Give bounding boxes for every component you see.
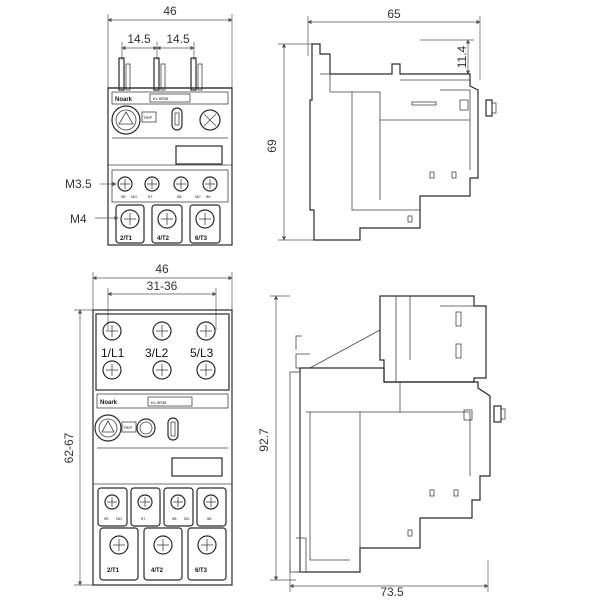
load-term-2t1-bottom: 2/T1	[107, 568, 120, 574]
bottom-side-view: 92.7 73.5	[257, 295, 506, 599]
aux-term-no-b: NO	[116, 516, 122, 521]
aux-term-nc: NC	[195, 194, 201, 199]
screw-size-small: M3.5	[65, 177, 92, 191]
aux-term-95: 95	[121, 194, 126, 199]
aux-term-96-b: 96	[207, 516, 212, 521]
aux-term-no: NO	[131, 194, 137, 199]
load-term-4t2-bottom: 4/T2	[151, 568, 164, 574]
dim-side-height: 69	[265, 139, 279, 153]
dim-bottom-side-width: 73.5	[380, 585, 404, 599]
aux-term-96: 96	[206, 194, 211, 199]
load-term-6t3-top: 6/T3	[195, 236, 208, 242]
load-term-4t2-top: 4/T2	[157, 236, 170, 242]
dim-bottom-width: 46	[155, 262, 169, 276]
aux-term-97-b: 97	[141, 516, 146, 521]
line-term-3l2: 3/L2	[145, 346, 169, 360]
load-term-6t3-bottom: 6/T3	[195, 568, 208, 574]
dim-bottom-pitch: 31-36	[147, 279, 178, 293]
brand-label-top: Noark	[115, 97, 133, 103]
model-label-top: Ex 9R38	[153, 96, 169, 101]
dim-top-width: 46	[163, 4, 177, 18]
aux-term-nc-b: NC	[184, 516, 190, 521]
dim-bottom-side-height: 92.7	[257, 428, 271, 452]
aux-term-95-b: 95	[104, 516, 109, 521]
brand-label-bottom: Noark	[100, 400, 118, 406]
trip-label-top: TRIP	[143, 115, 152, 120]
dim-bottom-height: 62-67	[62, 432, 76, 463]
top-side-view: 65 69 11.4	[265, 7, 497, 241]
model-label-bottom: Ex 9R38	[151, 400, 167, 405]
bottom-front-view: 46 31-36 62-67 1/L1 3/L2 5/L3 Noark Ex 9…	[62, 262, 233, 586]
aux-term-98: 98	[177, 194, 182, 199]
aux-term-98-b: 98	[172, 516, 177, 521]
aux-term-97: 97	[148, 194, 153, 199]
load-term-2t1-top: 2/T1	[120, 236, 133, 242]
dim-side-width: 65	[387, 7, 401, 21]
dim-top-pitch-2: 14.5	[166, 32, 190, 46]
dim-top-pitch-1: 14.5	[127, 32, 151, 46]
trip-label-bottom: TRIP	[123, 425, 132, 430]
line-term-5l3: 5/L3	[190, 346, 214, 360]
top-front-view: 46 14.5 14.5 Noark Ex 9R38 TRIP	[65, 4, 233, 246]
screw-size-large: M4	[70, 212, 87, 226]
line-term-1l1: 1/L1	[101, 346, 125, 360]
dim-side-step: 11.4	[455, 45, 469, 68]
